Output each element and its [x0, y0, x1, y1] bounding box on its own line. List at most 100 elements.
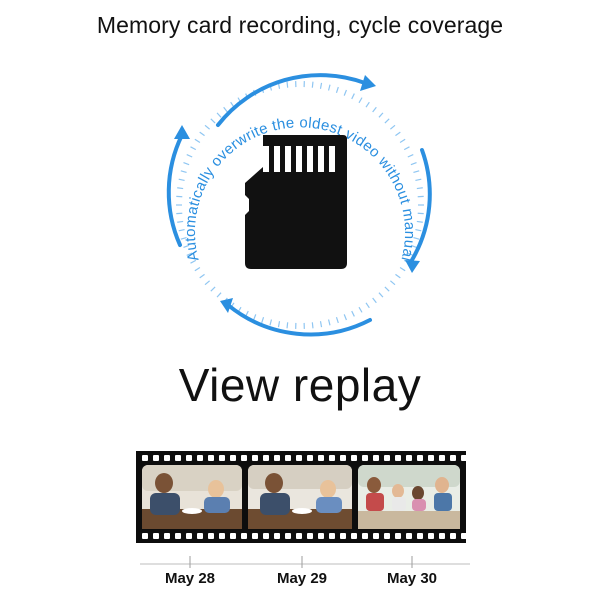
tick-mark	[199, 273, 205, 279]
tick-mark	[407, 154, 414, 158]
tick-mark	[416, 187, 423, 190]
film-hole	[318, 533, 324, 539]
film-hole	[384, 455, 390, 461]
tick-mark	[390, 280, 396, 286]
tick-mark	[180, 236, 187, 240]
tick-mark	[378, 112, 384, 118]
tick-mark	[384, 118, 390, 124]
film-hole	[164, 533, 170, 539]
cycle-diagram: Automatically overwrite the oldest video…	[166, 73, 432, 337]
replay-title: View replay	[178, 359, 422, 411]
tick-mark	[372, 106, 377, 113]
film-hole	[406, 455, 412, 461]
tick-mark	[413, 236, 420, 240]
film-hole	[296, 455, 302, 461]
tick-mark	[403, 146, 410, 151]
tick-mark	[183, 244, 190, 248]
tick-mark	[269, 319, 273, 326]
tick-mark	[327, 319, 331, 326]
film-hole	[395, 455, 401, 461]
tick-mark	[190, 259, 197, 264]
film-hole	[384, 533, 390, 539]
date-label: May 30	[386, 570, 438, 587]
tick-mark	[180, 170, 187, 174]
date-label: May 29	[276, 570, 328, 587]
tick-mark	[335, 86, 339, 93]
tick-mark	[327, 84, 331, 91]
film-hole	[252, 533, 258, 539]
film-hole	[329, 533, 335, 539]
film-hole	[164, 455, 170, 461]
tick-mark	[186, 154, 193, 158]
tick-mark	[194, 138, 201, 143]
tick-mark	[365, 302, 370, 309]
film-hole	[428, 455, 434, 461]
film-hole	[285, 455, 291, 461]
tick-mark	[216, 292, 222, 298]
tick-mark	[378, 292, 384, 298]
tick-mark	[351, 310, 355, 317]
tick-mark	[277, 321, 281, 328]
tick-mark	[413, 170, 420, 174]
replay-frame-2	[248, 465, 352, 529]
film-hole	[153, 533, 159, 539]
tick-mark	[358, 306, 363, 313]
film-hole	[241, 533, 247, 539]
tick-mark	[210, 118, 216, 124]
film-hole	[219, 455, 225, 461]
tick-mark	[395, 273, 401, 279]
film-hole	[285, 533, 291, 539]
tick-mark	[399, 267, 406, 272]
tick-mark	[343, 314, 348, 321]
film-hole	[318, 455, 324, 461]
tick-mark	[343, 89, 348, 96]
tick-mark	[216, 112, 222, 118]
replay-frame-3	[358, 465, 460, 529]
film-hole	[362, 455, 368, 461]
tick-mark	[252, 314, 257, 321]
cycle-arrows-icon	[166, 73, 432, 337]
tick-mark	[399, 138, 406, 143]
film-hole	[230, 533, 236, 539]
film-hole	[175, 533, 181, 539]
film-hole	[274, 533, 280, 539]
tick-mark	[410, 162, 417, 166]
film-hole	[252, 455, 258, 461]
film-hole	[395, 533, 401, 539]
film-hole	[186, 533, 192, 539]
film-hole	[439, 533, 445, 539]
film-hole	[296, 533, 302, 539]
film-hole	[208, 455, 214, 461]
tick-mark	[384, 286, 390, 292]
tick-mark	[335, 317, 339, 324]
tick-mark	[204, 124, 210, 130]
film-hole	[428, 533, 434, 539]
film-hole	[461, 455, 466, 461]
film-hole	[241, 455, 247, 461]
film-hole	[450, 533, 456, 539]
film-hole	[406, 533, 412, 539]
tick-mark	[178, 228, 185, 232]
film-hole	[186, 455, 192, 461]
film-hole	[461, 533, 466, 539]
tick-mark	[395, 131, 401, 137]
film-hole	[329, 455, 335, 461]
tick-mark	[416, 220, 423, 223]
tick-mark	[286, 81, 289, 88]
arrow-heads	[174, 75, 420, 313]
tick-mark	[311, 322, 314, 329]
tick-mark	[372, 297, 377, 304]
tick-mark	[410, 244, 417, 248]
tick-mark	[365, 101, 370, 108]
film-hole	[230, 455, 236, 461]
film-hole	[362, 533, 368, 539]
tick-mark	[319, 82, 323, 89]
film-hole	[340, 533, 346, 539]
replay-frame-1	[142, 465, 242, 529]
film-hole	[307, 455, 313, 461]
tick-mark	[186, 252, 193, 256]
film-hole	[351, 533, 357, 539]
film-hole	[373, 455, 379, 461]
tick-mark	[177, 187, 184, 190]
film-hole	[373, 533, 379, 539]
